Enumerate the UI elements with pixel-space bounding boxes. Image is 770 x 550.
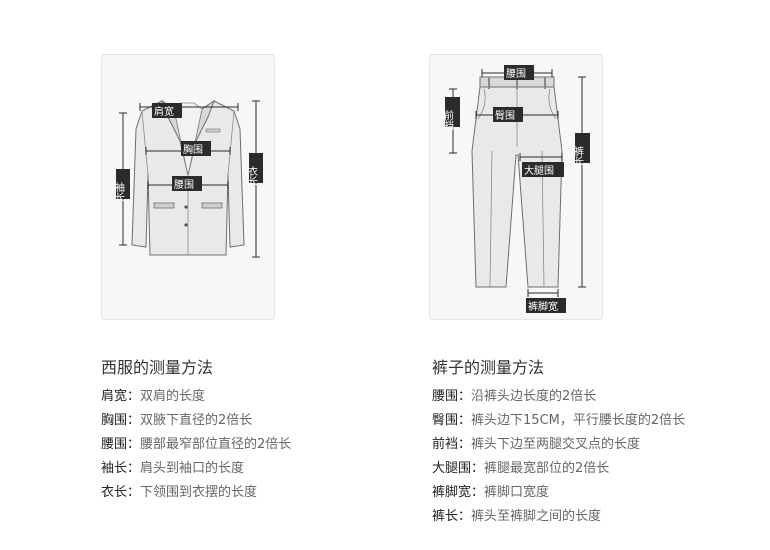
svg-text:腰围: 腰围 [506, 68, 526, 80]
description: 裤脚口宽度 [484, 485, 550, 500]
jacket-diagram-card: 肩宽 胸围 腰围 袖长 衣长 [101, 54, 275, 320]
svg-text:前裆: 前裆 [442, 109, 454, 131]
list-item: 裤脚宽：裤脚口宽度 [432, 485, 550, 500]
jacket-diagram: 肩宽 胸围 腰围 袖长 衣长 [113, 99, 263, 258]
pants-waist-tag: 腰围 [504, 65, 534, 80]
term: 大腿围 [432, 461, 472, 476]
waist-tag: 腰围 [172, 176, 202, 191]
svg-text:臀围: 臀围 [495, 110, 515, 122]
sleeve-tag: 袖长 [113, 169, 130, 202]
jacket-measure-list: 肩宽：双肩的长度 胸围：双腋下直径的2倍长 腰围：腰部最窄部位直径的2倍长 袖长… [101, 388, 291, 508]
pants-section-title: 裤子的测量方法 [432, 358, 545, 377]
term: 裤脚宽 [432, 485, 472, 500]
description: 裤腿最宽部位的2倍长 [484, 461, 610, 476]
term: 衣长 [101, 485, 128, 500]
term: 胸围 [101, 413, 128, 428]
list-item: 肩宽：双肩的长度 [101, 389, 206, 404]
pants-length-tag: 裤长 [572, 133, 590, 166]
list-item: 大腿围：裤腿最宽部位的2倍长 [432, 461, 610, 476]
description: 裤头边下15CM，平行腰长度的2倍长 [471, 413, 686, 428]
hip-tag: 臀围 [493, 107, 523, 122]
description: 肩头到袖口的长度 [140, 461, 245, 476]
description: 双腋下直径的2倍长 [140, 413, 253, 428]
svg-text:裤长: 裤长 [572, 145, 584, 166]
chest-tag: 胸围 [181, 141, 211, 156]
svg-text:大腿围: 大腿围 [524, 164, 554, 177]
description: 裤头下边至两腿交叉点的长度 [471, 437, 641, 452]
description: 腰部最窄部位直径的2倍长 [140, 437, 292, 452]
term: 袖长 [101, 461, 128, 476]
list-item: 袖长：肩头到袖口的长度 [101, 461, 245, 476]
term: 臀围 [432, 413, 459, 428]
shoulder-tag: 肩宽 [152, 103, 182, 118]
jacket-section-title: 西服的测量方法 [101, 358, 214, 377]
list-item: 胸围：双腋下直径的2倍长 [101, 413, 253, 428]
svg-text:腰围: 腰围 [174, 179, 194, 191]
description: 沿裤头边长度的2倍长 [471, 389, 597, 404]
hem-tag: 裤脚宽 [526, 298, 566, 313]
list-item: 衣长：下领围到衣摆的长度 [101, 485, 258, 500]
description: 下领围到衣摆的长度 [140, 485, 258, 500]
description: 双肩的长度 [140, 389, 206, 404]
rise-tag: 前裆 [442, 97, 460, 131]
svg-text:裤脚宽: 裤脚宽 [528, 300, 558, 313]
list-item: 前裆：裤头下边至两腿交叉点的长度 [432, 437, 641, 452]
term: 裤长 [432, 509, 459, 524]
term: 肩宽 [101, 389, 128, 404]
length-tag: 衣长 [246, 153, 263, 186]
svg-text:衣长: 衣长 [246, 165, 258, 186]
pants-diagram-card: 腰围 臀围 前裆 大腿围 裤长 [429, 54, 603, 320]
term: 腰围 [432, 389, 459, 404]
list-item: 臀围：裤头边下15CM，平行腰长度的2倍长 [432, 413, 686, 428]
term: 腰围 [101, 437, 128, 452]
list-item: 裤长：裤头至裤脚之间的长度 [432, 509, 602, 524]
list-item: 腰围：腰部最窄部位直径的2倍长 [101, 437, 292, 452]
description: 裤头至裤脚之间的长度 [471, 509, 602, 524]
thigh-tag: 大腿围 [522, 162, 564, 177]
svg-text:肩宽: 肩宽 [154, 105, 174, 118]
pants-measure-list: 腰围：沿裤头边长度的2倍长 臀围：裤头边下15CM，平行腰长度的2倍长 前裆：裤… [432, 388, 685, 532]
term: 前裆 [432, 437, 459, 452]
svg-text:袖长: 袖长 [113, 181, 125, 202]
list-item: 腰围：沿裤头边长度的2倍长 [432, 389, 597, 404]
svg-text:胸围: 胸围 [183, 143, 203, 156]
pants-diagram: 腰围 臀围 前裆 大腿围 裤长 [442, 65, 590, 313]
